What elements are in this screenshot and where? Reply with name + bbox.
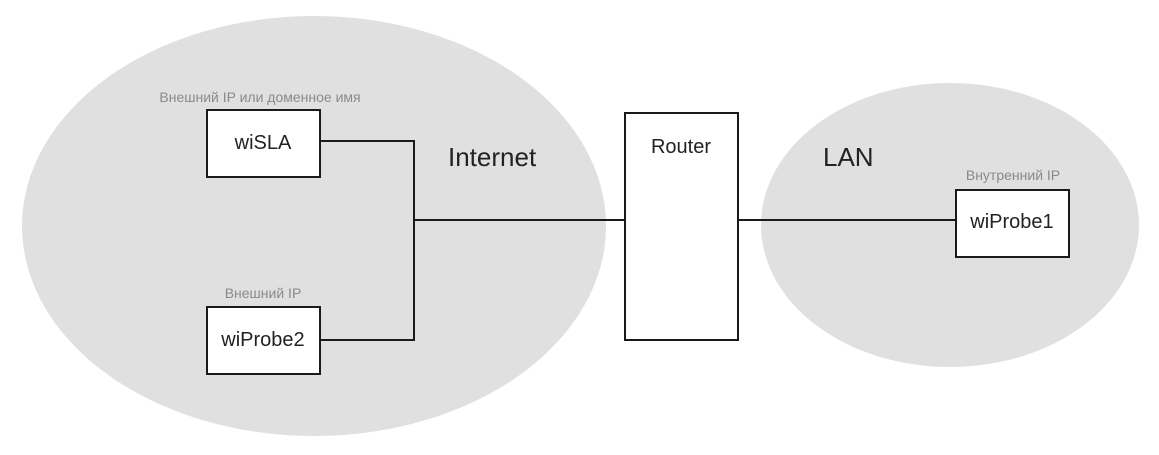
router-box (624, 112, 739, 341)
wiprobe2-label: wiProbe2 (220, 329, 304, 351)
wiprobe1-label: wiProbe1 (969, 211, 1053, 233)
wiprobe2-caption: Внешний IP (225, 285, 302, 301)
wiprobe1-box (955, 189, 1070, 258)
internet-region (22, 16, 606, 436)
router-label: Router (651, 136, 711, 158)
wisla-caption: Внешний IP или доменное имя (159, 89, 360, 105)
internet-label: Internet (448, 142, 537, 172)
wiprobe2-box (206, 306, 321, 375)
lan-region (761, 83, 1139, 367)
wisla-box (206, 109, 321, 178)
wisla-label: wiSLA (234, 132, 292, 154)
lan-label: LAN (823, 142, 874, 172)
wiprobe1-caption: Внутренний IP (966, 167, 1060, 183)
probe-bus-line (320, 140, 415, 341)
